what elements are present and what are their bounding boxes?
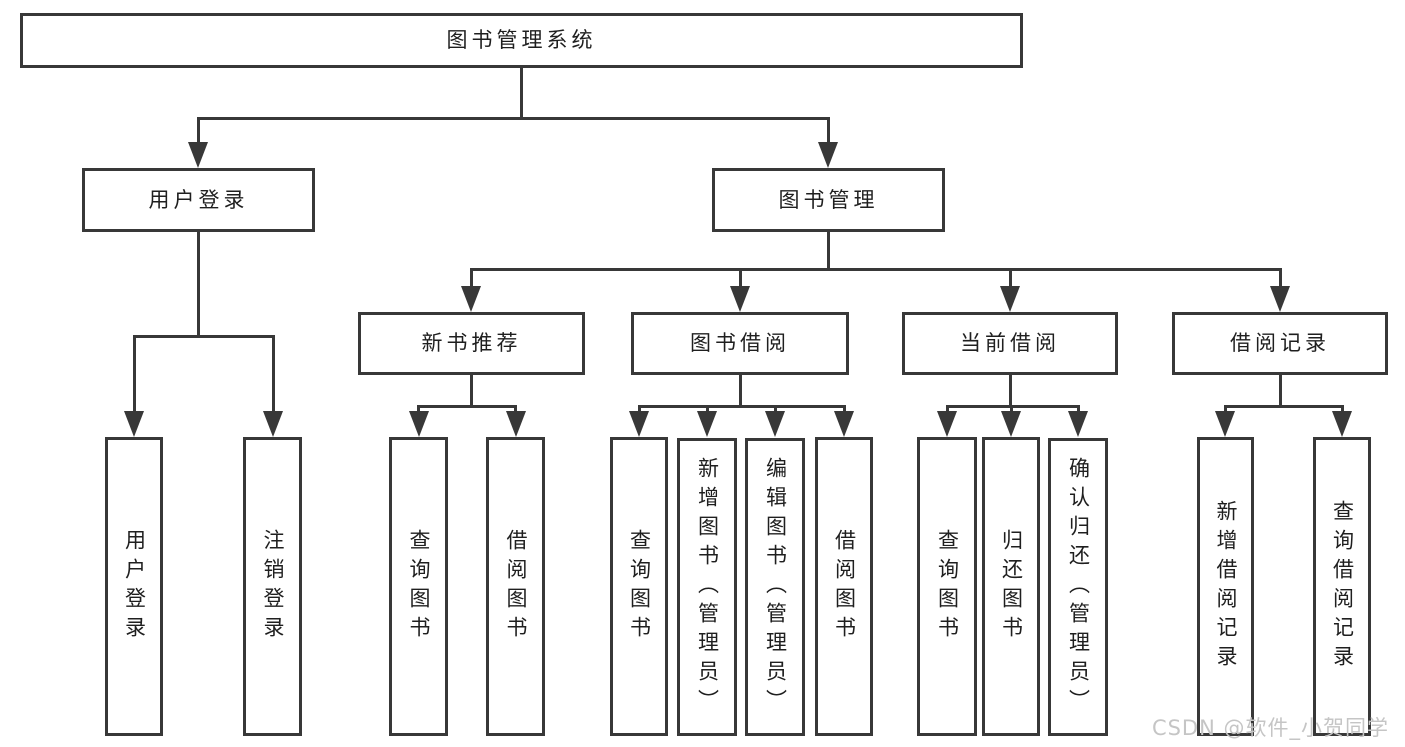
connector-hline [945,405,1080,408]
leaf-query-books-1: 查询图书 [389,437,448,736]
node-label: 归还图书 [999,528,1024,645]
arrow-down-icon [1068,411,1088,437]
node-label: 查询图书 [627,528,652,645]
arrow-down-icon [262,411,283,437]
connector-vline [945,405,949,415]
node-label: 借阅记录 [1230,331,1330,355]
leaf-query-borrow-record: 查询借阅记录 [1313,437,1371,736]
connector-hline [196,117,830,120]
node-user-login: 用户登录 [82,168,315,232]
connector-vline [469,375,473,408]
node-book-management: 图书管理 [712,168,945,232]
arrow-down-icon [188,142,208,168]
node-label: 图书管理 [778,187,879,212]
arrow-down-icon [505,411,526,437]
arrow-down-icon [408,411,429,437]
leaf-add-book-admin: 新增图书（管理员） [677,438,737,736]
connector-vline [519,68,523,119]
connector-vline [514,405,517,415]
arrow-down-icon [730,286,750,312]
node-label: 借阅图书 [832,528,857,645]
arrow-down-icon [765,411,785,437]
leaf-user-login: 用户登录 [105,437,163,736]
connector-vline [271,335,275,413]
connector-vline [469,268,473,290]
connector-vline [1340,405,1344,415]
arrow-down-icon [1001,411,1021,437]
node-label: 图书管理系统 [446,28,597,52]
connector-vline [1008,375,1012,408]
connector-vline [1008,268,1012,290]
connector-vline [738,375,742,408]
connector-vline [842,405,846,415]
node-label: 新增图书（管理员） [695,456,720,718]
arrow-down-icon [937,411,957,437]
node-new-book-recommend: 新书推荐 [358,312,585,375]
arrow-down-icon [629,411,649,437]
connector-hline [1223,405,1344,408]
connector-vline [1009,405,1013,415]
node-label: 注销登录 [261,528,285,645]
watermark: CSDN @软件_小贺同学 [1151,716,1389,740]
connector-vline [738,268,742,290]
node-borrowing-records: 借阅记录 [1172,312,1388,375]
connector-vline [417,405,420,415]
node-label: 查询图书 [935,528,960,645]
connector-vline [1278,375,1282,408]
connector-hline [469,268,1282,271]
connector-vline [637,405,641,415]
node-label: 新增借阅记录 [1214,499,1238,674]
node-label: 图书借阅 [690,331,790,355]
arrow-down-icon [1270,286,1290,312]
node-label: 用户登录 [122,528,147,645]
leaf-query-books-2: 查询图书 [610,437,668,736]
node-label: 编辑图书（管理员） [763,456,788,718]
leaf-query-books-3: 查询图书 [917,437,977,736]
connector-vline [773,405,777,415]
connector-vline [1278,268,1282,290]
connector-hline [417,405,517,408]
node-label: 查询借阅记录 [1330,499,1355,674]
arrow-down-icon [124,411,144,437]
node-label: 当前借阅 [960,331,1060,355]
connector-vline [1223,405,1227,415]
arrow-down-icon [834,411,854,437]
node-label: 确认归还（管理员） [1066,456,1091,718]
connector-vline [132,335,136,413]
node-label: 借阅图书 [504,528,528,645]
arrow-down-icon [1000,286,1020,312]
connector-vline [826,232,830,271]
leaf-borrow-books-2: 借阅图书 [815,437,873,736]
node-book-borrowing: 图书借阅 [631,312,849,375]
leaf-edit-book-admin: 编辑图书（管理员） [745,438,805,736]
node-label: 查询图书 [407,528,431,645]
node-label: 用户登录 [148,187,249,212]
connector-vline [196,117,200,145]
arrow-down-icon [818,142,838,168]
node-label: 新书推荐 [421,331,522,355]
node-library-system: 图书管理系统 [20,13,1023,68]
leaf-logout: 注销登录 [243,437,302,736]
arrow-down-icon [461,286,481,312]
arrow-down-icon [697,411,717,437]
connector-vline [1076,405,1080,415]
connector-vline [196,232,200,338]
leaf-confirm-return-admin: 确认归还（管理员） [1048,438,1108,736]
leaf-borrow-books-1: 借阅图书 [486,437,545,736]
connector-vline [705,405,709,415]
node-current-borrowing: 当前借阅 [902,312,1118,375]
leaf-add-borrow-record: 新增借阅记录 [1197,437,1254,736]
connector-hline [637,405,846,408]
leaf-return-book: 归还图书 [982,437,1040,736]
connector-hline [132,335,275,338]
arrow-down-icon [1332,411,1352,437]
connector-vline [826,117,830,145]
arrow-down-icon [1215,411,1235,437]
